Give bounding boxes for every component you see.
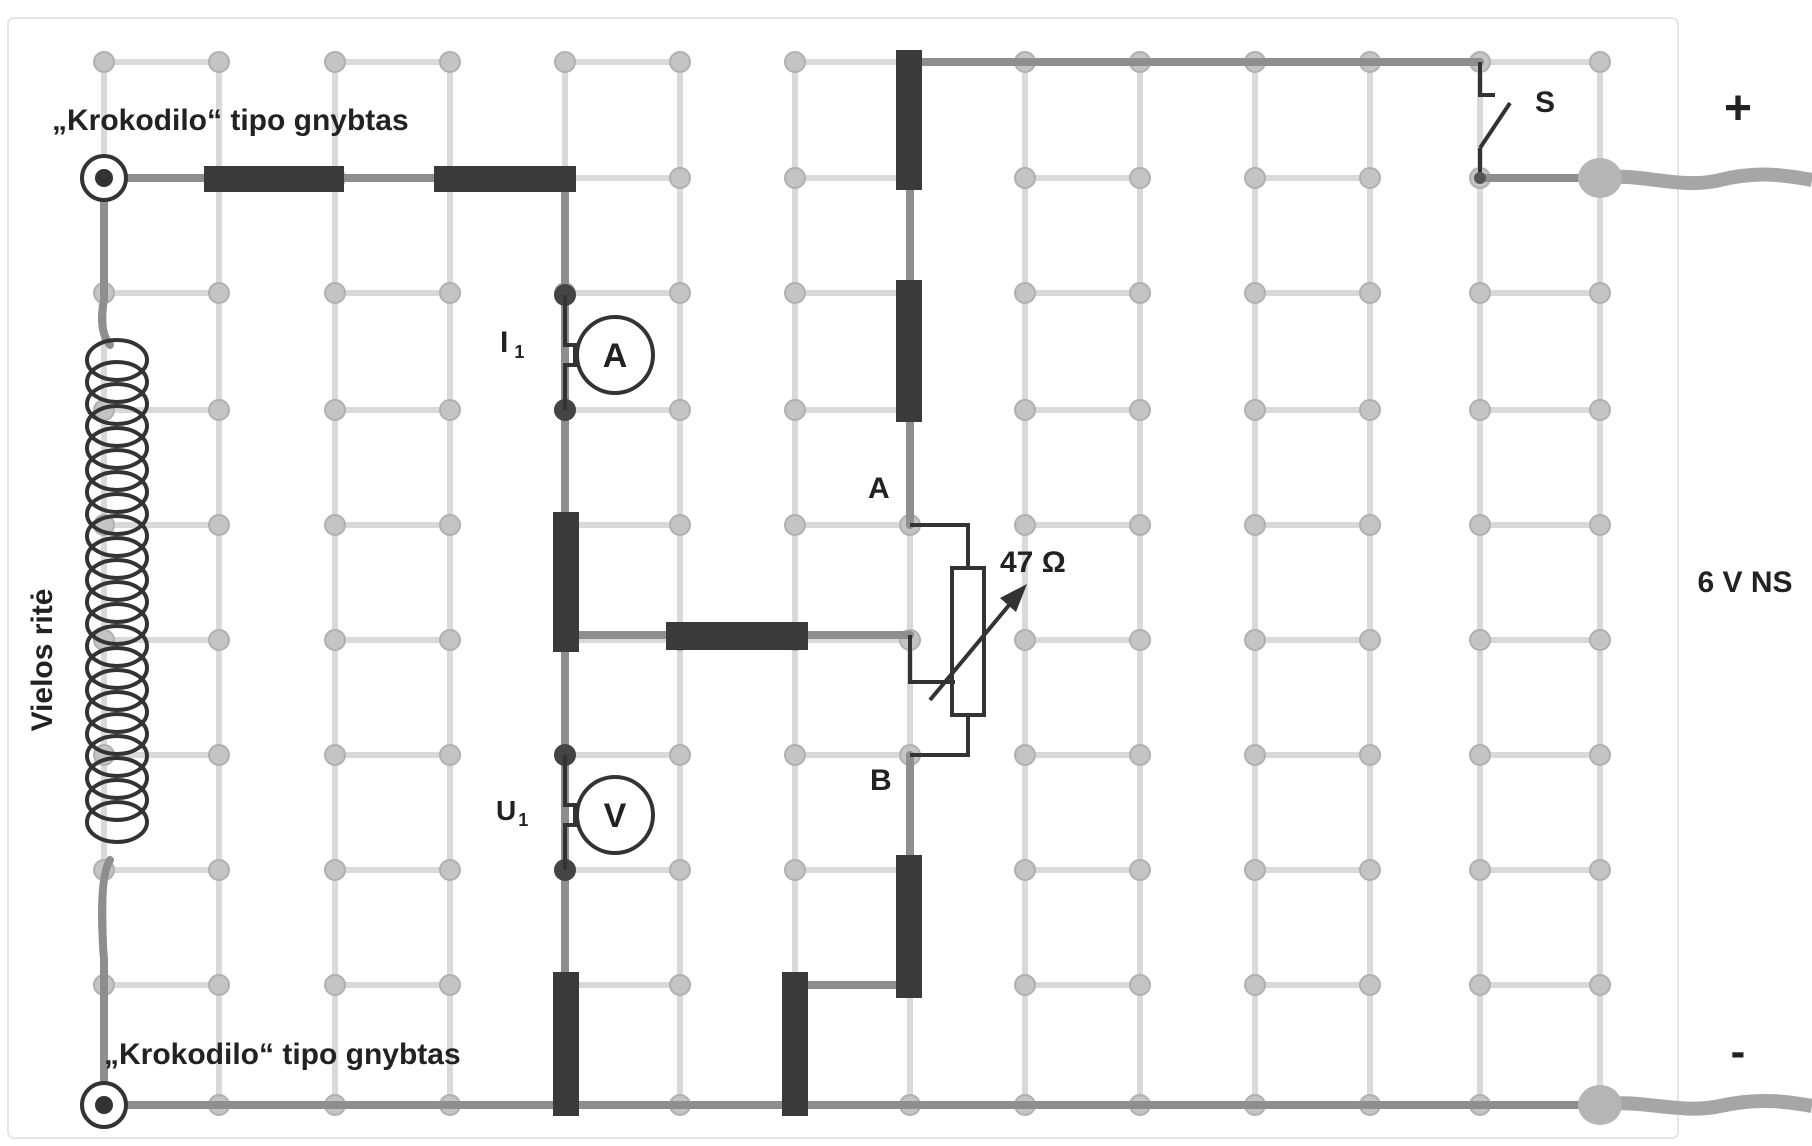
variable-resistor-icon [908, 523, 1027, 757]
ammeter-tag-sub: 1 [514, 342, 524, 362]
supply-label: 6 V NS [1697, 566, 1792, 599]
clip-bottom-label: „Krokodilo“ tipo gnybtas [104, 1038, 461, 1071]
ammeter-tag-main: I [500, 326, 508, 359]
ammeter-icon: A [554, 284, 655, 421]
coil-label: Vielos ritė [26, 589, 59, 732]
plus-terminal-label: + [1724, 82, 1752, 135]
connector-blocks [204, 50, 922, 1116]
resistor-label: 47 Ω [1000, 546, 1066, 579]
minus-terminal-label: - [1731, 1027, 1746, 1076]
point-a-label: A [868, 472, 890, 505]
breadboard-grid [93, 51, 1611, 1116]
clip-top-label: „Krokodilo“ tipo gnybtas [52, 104, 409, 137]
voltmeter-tag-sub: 1 [518, 810, 528, 830]
point-b-label: B [870, 764, 892, 797]
ammeter-symbol: A [603, 337, 628, 375]
switch-icon [1474, 62, 1512, 184]
voltmeter-symbol: V [604, 797, 627, 835]
crocodile-clip-top-icon [80, 154, 128, 202]
crocodile-clip-bottom-icon [80, 1081, 128, 1129]
coil-icon [85, 338, 149, 844]
switch-label: S [1535, 86, 1555, 119]
supply-leads [1578, 158, 1812, 1125]
voltmeter-tag-main: U [496, 795, 516, 826]
voltmeter-icon: V [554, 744, 655, 881]
